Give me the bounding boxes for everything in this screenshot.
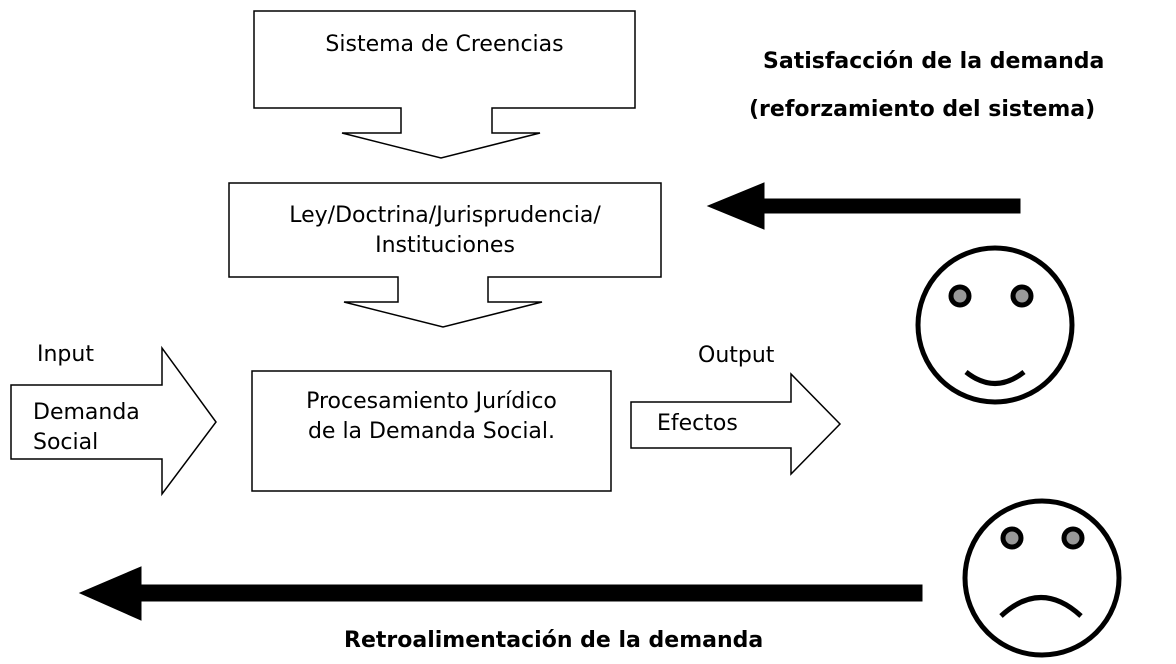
output-arrow: [630, 372, 842, 476]
sad-face-icon: [962, 498, 1122, 658]
input-arrow: [10, 345, 217, 497]
happy-face-icon: [915, 245, 1075, 405]
beliefs-box: [253, 10, 636, 159]
input-label-line2: Social: [33, 430, 99, 455]
law-label-line2: Instituciones: [375, 233, 515, 258]
processing-box: [251, 370, 612, 492]
feedback-arrow: [78, 566, 923, 621]
law-label-line1: Ley/Doctrina/Jurisprudencia/: [289, 203, 601, 228]
output-header: Output: [698, 343, 775, 368]
input-label-line1: Demanda: [33, 400, 140, 425]
processing-label-line1: Procesamiento Jurídico: [306, 389, 557, 414]
law-box: [228, 182, 662, 328]
processing-label-line2: de la Demanda Social.: [307, 419, 556, 444]
beliefs-label: Sistema de Creencias: [325, 32, 564, 57]
satisfaction-label-line1: Satisfacción de la demanda: [763, 49, 1105, 74]
input-header: Input: [37, 342, 94, 367]
output-label: Efectos: [657, 411, 738, 436]
feedback-label: Retroalimentación de la demanda: [344, 628, 764, 653]
satisfaction-arrow: [706, 182, 1021, 230]
satisfaction-label-line2: (reforzamiento del sistema): [749, 97, 1096, 122]
